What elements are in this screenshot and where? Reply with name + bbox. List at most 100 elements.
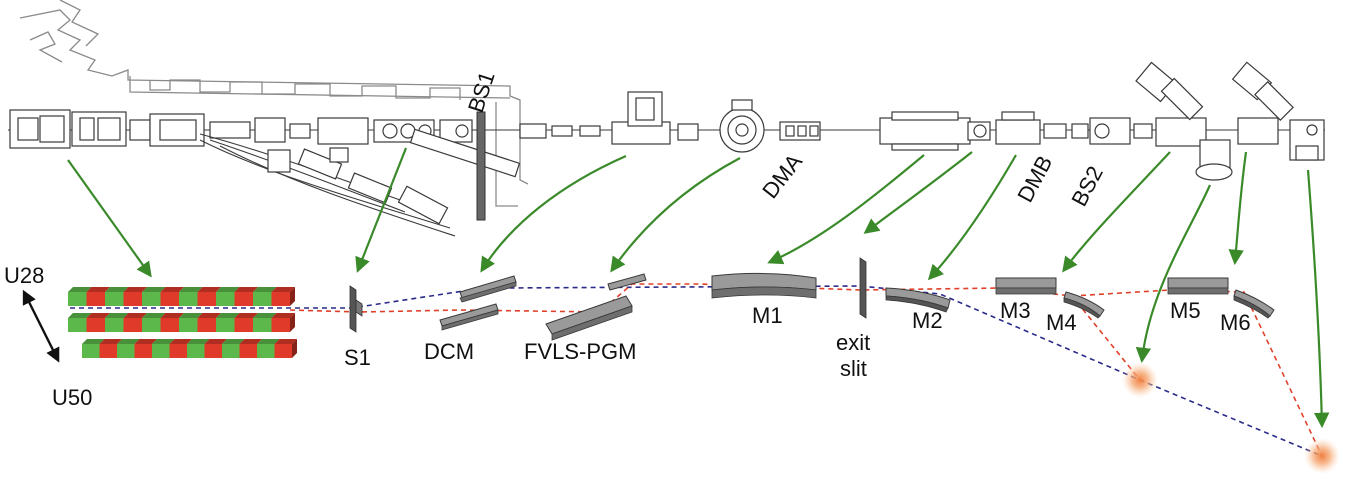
exit-slit-label-line1: exit — [836, 330, 870, 355]
undulator-pole — [187, 344, 205, 358]
arrow-dcm — [480, 154, 627, 273]
undulator-pole — [179, 292, 198, 306]
arrow-focus-2 — [1306, 169, 1330, 429]
arrow-m2 — [927, 154, 1017, 281]
undulator-pole — [68, 292, 87, 306]
undulator-pole — [222, 344, 240, 358]
undulator-pole — [142, 292, 161, 306]
m3-mirror — [995, 277, 1057, 295]
undulator-pole — [274, 344, 292, 358]
undulator-pole — [239, 344, 257, 358]
undulator-pole — [257, 344, 275, 358]
undulator-pole-top — [99, 339, 122, 344]
undulator-pole-top — [222, 339, 245, 344]
undulator-pole-top — [169, 339, 192, 344]
m1-mirror — [711, 272, 817, 299]
undulator-pole-top — [271, 287, 295, 292]
undulator-pole-top — [187, 339, 210, 344]
undulator-pole — [99, 344, 117, 358]
exit-slit — [859, 257, 867, 319]
beam-path-blue — [70, 285, 1323, 457]
undulator-pole — [105, 292, 124, 306]
undulator-end-face — [292, 339, 297, 358]
focus-spot-1 — [1122, 362, 1158, 398]
u28-u50-double-arrow — [22, 289, 60, 363]
undulator-end-face — [290, 287, 295, 306]
undulator-pole-top — [234, 313, 258, 318]
undulator-pole-top — [68, 313, 92, 318]
m3-label: M3 — [1000, 298, 1031, 323]
undulator-pole — [86, 318, 105, 332]
m4-mirror — [1063, 291, 1105, 319]
arrow-undulator — [67, 159, 152, 278]
undulator-pole — [271, 318, 290, 332]
undulator-pole — [160, 318, 179, 332]
m1-label: M1 — [752, 303, 783, 328]
undulator-pole-top — [216, 287, 240, 292]
undulator-pole — [134, 344, 152, 358]
arrow-m1 — [767, 154, 925, 265]
m6-mirror — [1233, 289, 1275, 319]
exit-slit-label-line2: slit — [840, 356, 867, 381]
undulator-pole — [86, 292, 105, 306]
undulator-pole-top — [68, 287, 92, 292]
undulator-pole — [234, 292, 253, 306]
m5-label: M5 — [1170, 298, 1201, 323]
undulator-pole-top — [197, 287, 221, 292]
undulator-pole-top — [257, 339, 280, 344]
undulator-pole — [197, 292, 216, 306]
undulator-pole-top — [179, 313, 203, 318]
undulator-pole — [160, 292, 179, 306]
arrow-m3 — [1062, 151, 1171, 273]
undulator-pole-top — [86, 313, 110, 318]
undulator-pole — [152, 344, 170, 358]
undulator-pole — [271, 292, 290, 306]
bs1-shield-wall — [476, 111, 486, 221]
undulator-pole-top — [123, 287, 147, 292]
undulator-pole-top — [160, 287, 184, 292]
undulator-pole — [123, 292, 142, 306]
s1-label: S1 — [344, 345, 371, 370]
undulator-pole — [82, 344, 100, 358]
arrow-exit-slit — [863, 151, 973, 234]
fvls-pgm-label: FVLS-PGM — [524, 339, 636, 364]
m2-label: M2 — [912, 308, 943, 333]
undulator-pole-top — [216, 313, 240, 318]
u50-label: U50 — [52, 385, 92, 410]
undulator-pole-top — [152, 339, 175, 344]
undulator-pole — [123, 318, 142, 332]
undulator-pole-top — [204, 339, 227, 344]
undulator-pole-top — [123, 313, 147, 318]
undulator-pole — [253, 292, 272, 306]
undulator-end-face — [290, 313, 295, 332]
undulator-pole — [204, 344, 222, 358]
dma-label: DMA — [757, 149, 807, 203]
undulator-pole — [105, 318, 124, 332]
u28-label: U28 — [4, 263, 44, 288]
s1-slit — [349, 285, 363, 333]
undulator-pole-top — [271, 313, 295, 318]
focus-spot-2 — [1304, 438, 1340, 474]
undulator-pole-top — [239, 339, 262, 344]
arrow-fvls-pgm — [610, 157, 741, 273]
undulator-middle — [68, 313, 295, 332]
hutch-wall-outline — [19, 0, 529, 207]
undulator-pole-top — [142, 287, 166, 292]
undulator-pole — [179, 318, 198, 332]
undulator-pole-top — [253, 287, 277, 292]
undulator-pole — [68, 318, 87, 332]
undulator-pole — [216, 292, 235, 306]
undulator-pole-top — [105, 287, 129, 292]
undulator-pole-top — [142, 313, 166, 318]
undulator-pole-top — [134, 339, 157, 344]
undulator-pole-top — [82, 339, 105, 344]
undulator-pole-top — [117, 339, 140, 344]
undulator-pole-top — [234, 287, 258, 292]
undulator-pole — [142, 318, 161, 332]
undulator-pole — [234, 318, 253, 332]
beam-path-red — [289, 283, 1323, 457]
beamline-drawing — [8, 61, 1325, 237]
undulator-pole-top — [86, 287, 110, 292]
arrow-m4 — [1228, 151, 1248, 266]
